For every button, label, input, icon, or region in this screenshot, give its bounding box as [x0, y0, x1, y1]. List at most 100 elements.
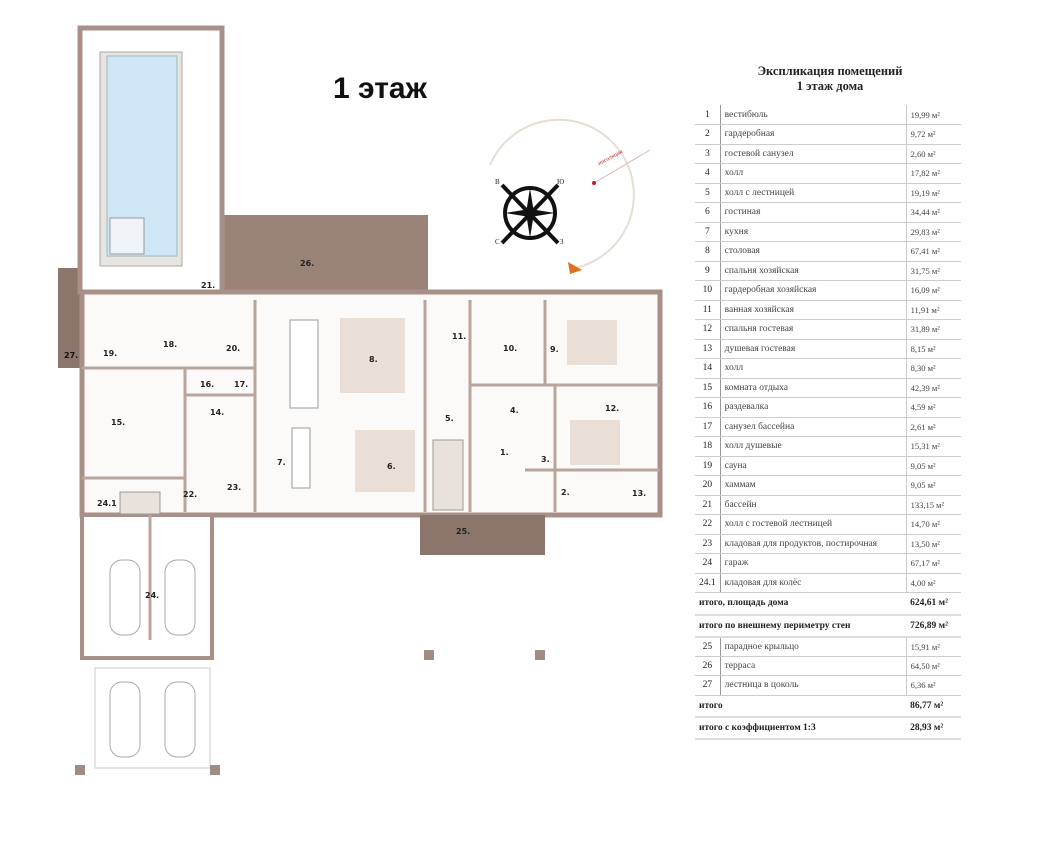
room-name: холл душевые: [720, 436, 907, 457]
room-name: терраса: [720, 656, 907, 676]
total-area: 624,61 м²: [906, 592, 962, 616]
room-area: 17,82 м²: [905, 163, 962, 184]
room-area: 67,41 м²: [905, 241, 962, 262]
room-label: 13.: [632, 489, 647, 498]
room-label: 19.: [103, 349, 118, 358]
room-name: гардеробная: [720, 124, 907, 145]
room-number: 17: [695, 417, 721, 437]
room-number: 21: [695, 495, 721, 515]
room-label: 24.1: [97, 499, 117, 508]
room-number: 24: [695, 553, 721, 574]
room-name: холл с гостевой лестницей: [720, 514, 907, 535]
room-name: спальня хозяйская: [720, 261, 907, 281]
guest-staircase: [119, 491, 161, 515]
room-area: 4,59 м²: [905, 397, 962, 418]
room-area: 15,31 м²: [905, 436, 962, 457]
total-area: 726,89 м²: [906, 614, 962, 638]
room-label: 20.: [226, 344, 241, 353]
room-number: 13: [695, 339, 721, 359]
room-area: 16,09 м²: [905, 280, 962, 301]
room-label: 8.: [369, 355, 378, 364]
basement-stair: [58, 268, 80, 368]
kitchen-island: [291, 427, 311, 489]
room-label: 16.: [200, 380, 215, 389]
total-label: итого с коэффициентом 1:3: [695, 717, 907, 740]
room-number: 23: [695, 534, 721, 554]
room-label: 27.: [64, 351, 79, 360]
room-name: холл: [720, 163, 907, 184]
room-name: кладовая для колёс: [720, 573, 907, 593]
room-area: 13,50 м²: [905, 534, 962, 554]
room-name: гостевой санузел: [720, 144, 907, 164]
living-rug: [355, 430, 415, 492]
room-label: 2.: [561, 488, 570, 497]
room-area: 9,05 м²: [905, 456, 962, 476]
room-area: 2,61 м²: [905, 417, 962, 437]
room-label: 7.: [277, 458, 286, 467]
room-number: 8: [695, 241, 721, 262]
room-number: 15: [695, 378, 721, 398]
room-label: 23.: [227, 483, 242, 492]
room-area: 8,15 м²: [905, 339, 962, 359]
columns: [75, 650, 545, 775]
room-number: 16: [695, 397, 721, 418]
room-number: 3: [695, 144, 721, 164]
room-number: 12: [695, 319, 721, 340]
room-name: холл с лестницей: [720, 183, 907, 203]
room-number: 27: [695, 675, 721, 696]
room-label: 25.: [456, 527, 471, 536]
compass-label-bottom-right: З: [560, 238, 564, 246]
room-name: столовая: [720, 241, 907, 262]
explication-title: Экспликация помещений: [757, 64, 903, 78]
compass-label-bottom-left: С: [495, 238, 500, 246]
room-number: 4: [695, 163, 721, 184]
room-label: 4.: [510, 406, 519, 415]
room-number: 22: [695, 514, 721, 535]
room-number: 14: [695, 358, 721, 379]
room-name: бассейн: [720, 495, 907, 515]
room-name: спальня гостевая: [720, 319, 907, 340]
total-area: 86,77 м²: [906, 695, 962, 718]
room-number: 6: [695, 202, 721, 223]
room-area: 29,83 м²: [905, 222, 962, 242]
room-name: сауна: [720, 456, 907, 476]
room-label: 9.: [550, 345, 559, 354]
dining-rug: [340, 318, 405, 393]
room-name: комната отдыха: [720, 378, 907, 398]
guest-bed: [570, 420, 620, 465]
staircase: [432, 439, 464, 511]
room-label: 21.: [201, 281, 216, 290]
room-area: 19,99 м²: [905, 105, 962, 125]
room-label: 18.: [163, 340, 178, 349]
room-label: 5.: [445, 414, 454, 423]
room-label: 15.: [111, 418, 126, 427]
room-label: 3.: [541, 455, 550, 464]
terrace: [222, 215, 428, 300]
total-area: 28,93 м²: [906, 717, 962, 740]
total-label: итого по внешнему периметру стен: [695, 614, 907, 638]
interior-walls: [82, 300, 660, 640]
room-area: 6,36 м²: [905, 675, 962, 696]
room-area: 9,05 м²: [905, 475, 962, 496]
room-name: санузел бассейна: [720, 417, 907, 437]
room-area: 31,89 м²: [905, 319, 962, 340]
room-label: 17.: [234, 380, 249, 389]
room-area: 31,75 м²: [905, 261, 962, 281]
room-name: парадное крыльцо: [720, 636, 907, 657]
